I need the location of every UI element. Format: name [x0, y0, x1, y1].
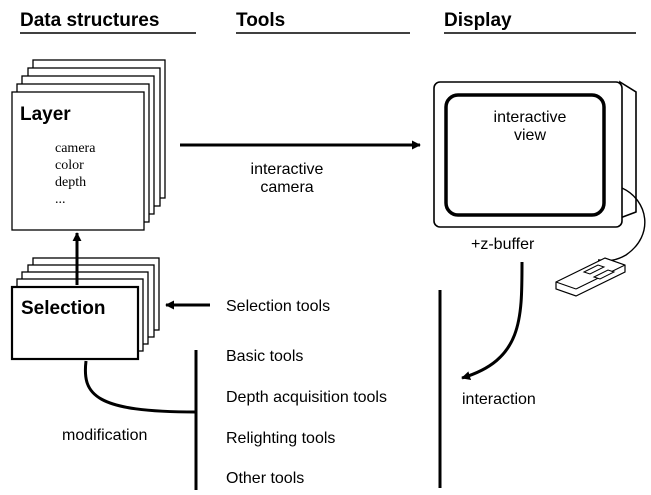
- interactive-camera-label-line1: interactive: [251, 161, 324, 178]
- header-tools: Tools: [236, 10, 285, 31]
- modification-curve: [83, 360, 197, 414]
- layer-stack: [11, 59, 166, 231]
- screen-label-line1: interactive: [494, 109, 567, 126]
- layer-item-color: color: [55, 158, 84, 173]
- header-data-structures: Data structures: [20, 10, 159, 31]
- selection-sheet-front: [10, 285, 140, 361]
- layer-item-camera: camera: [55, 141, 96, 156]
- layer-item-ellipsis: ...: [55, 192, 66, 207]
- selection-stack: [10, 257, 160, 361]
- tool-relighting: Relighting tools: [226, 430, 335, 447]
- mouse-button-left: [582, 264, 606, 275]
- display-to-interaction-arrow: [461, 261, 524, 380]
- monitor-icon: [433, 80, 637, 228]
- interaction-label: interaction: [462, 391, 536, 408]
- modification-label: modification: [62, 427, 147, 444]
- layer-title: Layer: [20, 104, 71, 125]
- tool-basic: Basic tools: [226, 348, 303, 365]
- mouse-icon: [555, 257, 626, 297]
- mouse-edge: [555, 281, 577, 290]
- screen-label-line2: view: [514, 127, 546, 144]
- tool-other: Other tools: [226, 470, 304, 487]
- monitor-screen: [444, 93, 606, 217]
- mouse-button-right: [592, 269, 616, 280]
- interactive-camera-label-line2: camera: [260, 179, 313, 196]
- header-display: Display: [444, 10, 512, 31]
- selection-title: Selection: [21, 298, 105, 319]
- layer-item-depth: depth: [55, 175, 86, 190]
- zbuffer-label: +z-buffer: [471, 236, 535, 253]
- tool-depth-acquisition: Depth acquisition tools: [226, 389, 387, 406]
- mouse-body: [555, 257, 626, 297]
- selection-tools-label: Selection tools: [226, 298, 330, 315]
- layer-sheet-front: [11, 91, 145, 231]
